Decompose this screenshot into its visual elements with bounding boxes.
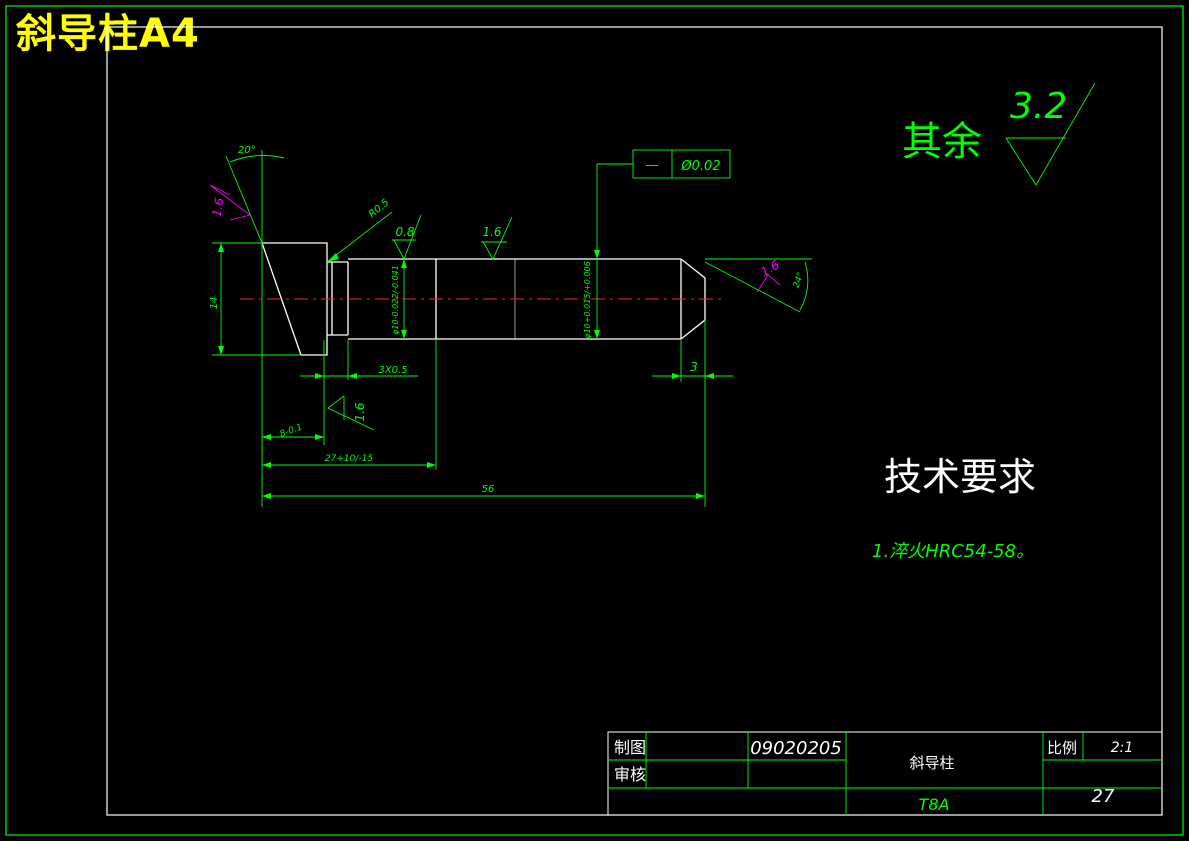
scale-value: 2:1 bbox=[1111, 740, 1134, 756]
chamfer-angle-label: 24° bbox=[792, 271, 807, 289]
dim-tol-right-label: φ10+0.015/+0.006 bbox=[583, 261, 592, 338]
angle-label: 20° bbox=[238, 145, 256, 156]
sheet-outer-border bbox=[5, 5, 1184, 836]
material: T8A bbox=[919, 795, 950, 814]
draw-label: 制图 bbox=[614, 738, 646, 757]
rough-left-label: 1.6 bbox=[210, 196, 227, 218]
rough-left-bottom-label: 1.6 bbox=[353, 402, 367, 421]
dim-27-label: 27+10/-15 bbox=[325, 454, 373, 464]
roughness-symbols bbox=[327, 82, 1096, 431]
dim-56-label: 56 bbox=[482, 484, 495, 495]
gdt-symbol: — bbox=[646, 158, 659, 173]
title-block-grid bbox=[608, 732, 1162, 815]
radius-label: R0.5 bbox=[367, 197, 392, 220]
scale-label: 比例 bbox=[1047, 739, 1077, 757]
other-surfaces-value: 3.2 bbox=[1010, 86, 1067, 127]
dim-3x05-label: 3X0.5 bbox=[378, 365, 407, 376]
tech-req-item-1: 1.淬火HRC54-58。 bbox=[872, 541, 1034, 562]
gdt-value: Ø0.02 bbox=[680, 159, 720, 174]
check-label: 审核 bbox=[614, 765, 646, 784]
tech-req-title: 技术要求 bbox=[884, 455, 1036, 499]
dimension-arrows bbox=[218, 243, 714, 499]
rough-right-label: 1.6 bbox=[758, 258, 782, 280]
annotation-texts: 20° 0.8 1.6 R0.5 14 φ10-0.022/-0.041 φ10… bbox=[209, 145, 807, 495]
dim-3-label: 3 bbox=[690, 360, 698, 374]
sheet-inner-frame bbox=[106, 26, 1163, 816]
part-name: 斜导柱 bbox=[909, 754, 954, 772]
rough-mid2-label: 1.6 bbox=[482, 225, 501, 239]
title-block-frame bbox=[607, 731, 1163, 816]
drawing-number: 09020205 bbox=[750, 738, 842, 759]
other-surfaces-label: 其余 bbox=[902, 119, 982, 165]
sheet-number: 27 bbox=[1092, 786, 1115, 807]
roughness-symbols-magenta bbox=[209, 184, 781, 293]
dim-tol-left-label: φ10-0.022/-0.041 bbox=[391, 265, 400, 335]
dimension-lines bbox=[212, 150, 812, 507]
rough-mid1-label: 0.8 bbox=[395, 225, 414, 239]
gdt-frame: — Ø0.02 bbox=[632, 149, 731, 179]
dim-14-label: 14 bbox=[209, 297, 220, 310]
title-block-texts: 制图 审核 09020205 斜导柱 比例 2:1 27 bbox=[614, 738, 1133, 807]
